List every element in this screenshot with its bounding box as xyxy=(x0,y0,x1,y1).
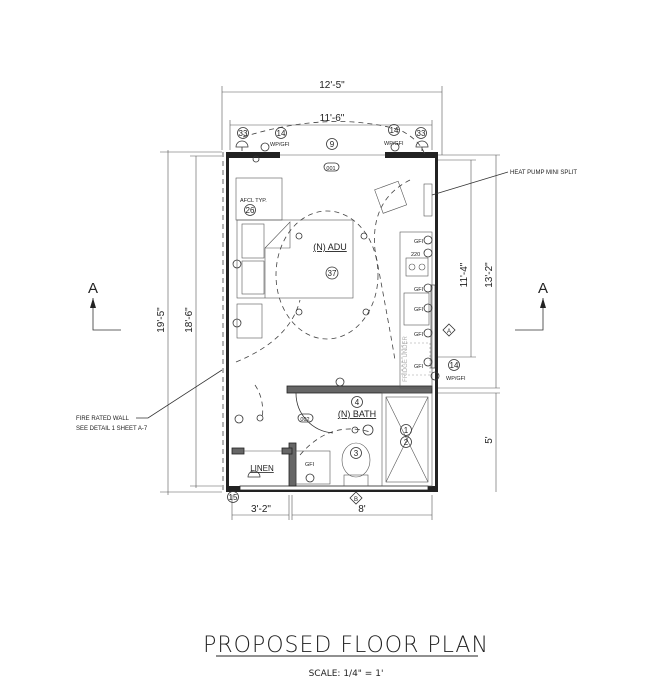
drawing-scale: SCALE: 1/4" = 1' xyxy=(309,669,384,679)
tag-14-right: 14 xyxy=(390,126,399,135)
dim-right-overall: 13'-2" xyxy=(484,262,495,288)
nightstand xyxy=(236,303,263,339)
vanity xyxy=(295,450,331,485)
tag-33-right: 33 xyxy=(417,129,426,138)
door-tag-001: 001 xyxy=(326,166,335,172)
heat-pump-leader xyxy=(431,171,509,196)
section-marker-left: A xyxy=(88,280,121,331)
section-marker-right: A xyxy=(515,280,548,331)
tag-9: 9 xyxy=(330,140,335,149)
chair xyxy=(374,180,408,214)
heat-pump-unit xyxy=(423,183,433,217)
room-label-linen: LINEN xyxy=(250,464,274,473)
fire-wall-note-line2: SEE DETAIL 1 SHEET A-7 xyxy=(76,426,148,432)
tag-3: 3 xyxy=(354,449,359,458)
tag-1: 1 xyxy=(404,426,409,435)
dim-left-overall: 19'-5" xyxy=(156,307,167,333)
furniture xyxy=(235,177,433,487)
outlet-label-wp-gfi-right: WP/GFI xyxy=(384,141,404,147)
tag-a: A xyxy=(447,329,451,335)
shower xyxy=(381,392,433,487)
outlet-label-wp-gfi-exterior: WP/GFI xyxy=(446,376,466,382)
bath-door-swing xyxy=(295,392,334,434)
outlet-label-gfi: GFI xyxy=(414,287,424,293)
drawing-title: PROPOSED FLOOR PLAN xyxy=(203,633,489,658)
outlet-label-gfi: GFI xyxy=(414,239,424,245)
walls xyxy=(222,152,438,494)
dim-right-lower: 5' xyxy=(484,436,495,444)
kitchen-counter xyxy=(399,231,433,389)
room-label-adu: (N) ADU xyxy=(313,242,347,252)
door-tag-002: 002 xyxy=(300,417,309,423)
tag-14-exterior: 14 xyxy=(450,361,459,370)
section-letter-left: A xyxy=(88,280,98,297)
dim-bottom-right: 8' xyxy=(358,504,366,515)
dim-right-upper: 11'-4" xyxy=(459,262,470,287)
afcl-note: AFCL TYP. xyxy=(240,198,267,204)
fridge-label: FRIDGE UNDER xyxy=(403,336,409,382)
outlet-label-gfi: GFI xyxy=(305,462,315,468)
fire-wall-leader xyxy=(136,369,223,419)
outlet-label-gfi: GFI xyxy=(414,307,424,313)
outlet-label-gfi: GFI xyxy=(414,364,424,370)
dim-bottom-left: 3'-2" xyxy=(251,504,271,515)
electrical-symbols xyxy=(232,140,440,483)
tag-circles xyxy=(227,124,460,505)
heat-pump-note: HEAT PUMP MINI SPLIT xyxy=(510,170,577,176)
dim-left-interior: 18'-6" xyxy=(184,307,195,333)
dimension-lines xyxy=(160,86,500,520)
tag-4: 4 xyxy=(355,398,360,407)
outlet-label-220: 220 xyxy=(411,252,420,258)
tag-15: 15 xyxy=(229,493,238,502)
tag-26: 26 xyxy=(246,206,255,215)
outlet-label-wp-gfi-left: WP/GFI xyxy=(270,142,290,148)
dim-top-overall: 12'-5" xyxy=(319,80,345,91)
bed xyxy=(236,219,354,299)
tag-37: 37 xyxy=(328,269,337,278)
sink xyxy=(403,292,430,326)
dim-top-interior: 11'-6" xyxy=(320,113,345,124)
toilet xyxy=(341,442,371,478)
tag-33-left: 33 xyxy=(239,129,248,138)
tag-b: B xyxy=(354,497,358,503)
tag-14-left: 14 xyxy=(277,129,286,138)
circuit-lines xyxy=(235,121,426,456)
fire-wall-note-line1: FIRE RATED WALL xyxy=(76,416,130,422)
room-label-bath: (N) BATH xyxy=(338,409,376,419)
outlet-label-gfi: GFI xyxy=(414,332,424,338)
section-letter-right: A xyxy=(538,280,548,297)
tag-2: 2 xyxy=(404,438,409,447)
